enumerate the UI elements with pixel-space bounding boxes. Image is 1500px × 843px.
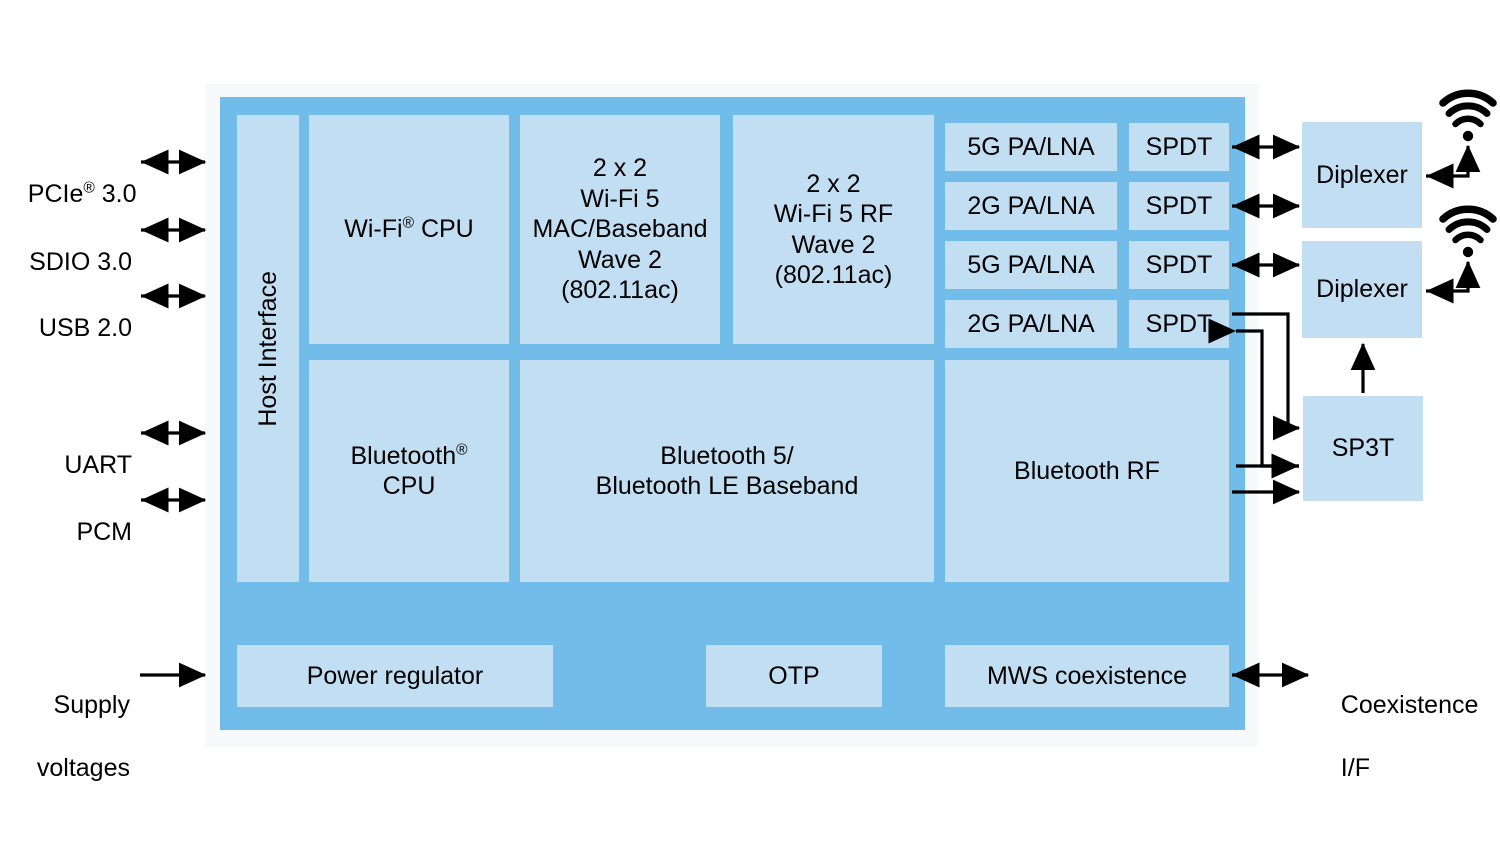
block-mws-coexistence-label: MWS coexistence [986,661,1188,690]
wifi-antenna-icon-1 [1439,89,1497,142]
block-bluetooth-rf[interactable]: Bluetooth RF [945,360,1229,582]
block-spdt-2[interactable]: SPDT [1129,182,1229,230]
block-pa-lna-3[interactable]: 5G PA/LNA [945,241,1117,289]
block-diplexer-2-label: Diplexer [1316,275,1408,303]
block-power-regulator-label: Power regulator [306,661,484,690]
block-host-interface-label: Host Interface [253,270,282,427]
block-otp-label: OTP [768,661,820,690]
block-bluetooth-baseband[interactable]: Bluetooth 5/Bluetooth LE Baseband [520,360,934,582]
wire-diplexer2-antenna2 [1425,260,1481,304]
block-diplexer-1-label: Diplexer [1316,160,1408,189]
label-sdio: SDIO 3.0 [0,216,132,310]
block-diplexer-2[interactable]: Diplexer [1302,241,1422,338]
wifi-antenna-icon-2 [1439,205,1497,258]
label-uart: UART [0,419,132,513]
label-supply-line1: Supply [53,691,130,720]
block-bluetooth-rf-label: Bluetooth RF [1014,456,1160,485]
block-pa-lna-2[interactable]: 2G PA/LNA [945,182,1117,230]
block-spdt-1-label: SPDT [1145,132,1213,161]
block-host-interface[interactable]: Host Interface [237,115,299,582]
block-wifi-cpu-label: Wi-Fi® CPU [344,214,474,244]
block-spdt-3-label: SPDT [1145,250,1213,279]
label-coexistence-line2: I/F [1340,753,1370,782]
label-usb: USB 2.0 [0,282,132,376]
label-pcie-text: PCIe® 3.0 [27,179,137,209]
label-coexistence-if: Coexistence I/F [1313,659,1493,815]
block-mws-coexistence[interactable]: MWS coexistence [945,645,1229,707]
block-spdt-4[interactable]: SPDT [1129,300,1229,348]
block-wifi-cpu[interactable]: Wi-Fi® CPU [309,115,509,344]
label-pcm-text: PCM [76,518,132,547]
block-pa-lna-1[interactable]: 5G PA/LNA [945,123,1117,171]
wire-diplexer1-antenna1 [1425,144,1481,189]
label-uart-text: UART [64,451,132,480]
block-bluetooth-cpu-label: Bluetooth®CPU [350,441,468,501]
label-coexistence-line1: Coexistence [1340,691,1479,720]
block-pa-lna-4-label: 2G PA/LNA [967,309,1095,338]
block-pa-lna-1-label: 5G PA/LNA [967,132,1095,161]
block-sp3t[interactable]: SP3T [1303,396,1423,501]
block-spdt-4-label: SPDT [1145,309,1213,338]
label-supply-line2: voltages [36,753,130,782]
block-sp3t-label: SP3T [1331,434,1395,462]
label-supply-voltages: Supply voltages [0,659,130,815]
block-pa-lna-2-label: 2G PA/LNA [967,191,1095,220]
block-diplexer-1[interactable]: Diplexer [1302,122,1422,228]
block-bluetooth-cpu[interactable]: Bluetooth®CPU [309,360,509,582]
block-power-regulator[interactable]: Power regulator [237,645,553,707]
block-spdt-2-label: SPDT [1145,191,1213,220]
block-pa-lna-4[interactable]: 2G PA/LNA [945,300,1117,348]
block-spdt-3[interactable]: SPDT [1129,241,1229,289]
block-bluetooth-baseband-label: Bluetooth 5/Bluetooth LE Baseband [595,441,859,501]
block-otp[interactable]: OTP [706,645,882,707]
label-sdio-text: SDIO 3.0 [29,248,132,277]
label-usb-text: USB 2.0 [38,314,132,343]
label-pcm: PCM [0,486,132,580]
block-pa-lna-3-label: 5G PA/LNA [967,250,1095,279]
label-pcie: PCIe® 3.0 [0,148,137,242]
block-spdt-1[interactable]: SPDT [1129,123,1229,171]
